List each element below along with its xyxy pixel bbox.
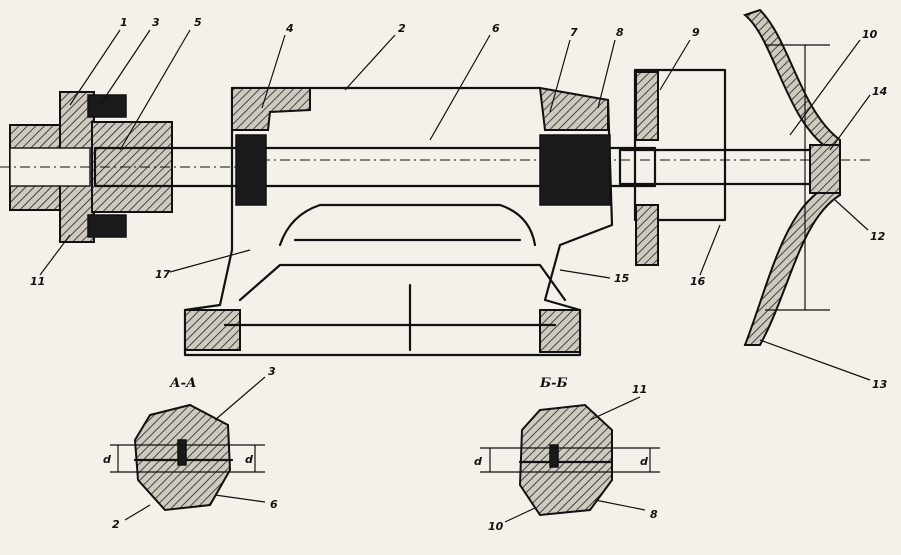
label-6: 6 [492, 22, 500, 35]
label-7: 7 [570, 26, 578, 39]
label-9: 9 [692, 26, 700, 39]
label-8: 8 [616, 26, 624, 39]
leader-lines [39, 29, 871, 381]
label-16: 16 [690, 275, 706, 288]
section-aa-dim-left: d [103, 453, 111, 466]
label-12: 12 [870, 230, 886, 243]
section-bb-dim-right: d [640, 455, 648, 468]
coupling-bolt-bottom [87, 214, 127, 238]
impeller-assembly [633, 8, 841, 346]
label-2: 2 [398, 22, 406, 35]
label-14: 14 [872, 85, 887, 98]
coupling-assembly [0, 91, 240, 243]
section-bb-title: Б-Б [539, 376, 568, 391]
section-aa-label-6: 6 [270, 498, 278, 511]
section-aa-label-2: 2 [112, 518, 120, 531]
label-11: 11 [30, 275, 45, 288]
coupling-bolt-top [87, 94, 127, 118]
label-15: 15 [614, 272, 630, 285]
label-10: 10 [862, 28, 878, 41]
label-5: 5 [194, 16, 202, 29]
section-bb-dim-left: d [474, 455, 482, 468]
section-bb-label-11: 11 [632, 383, 647, 396]
section-aa-dim-right: d [245, 453, 253, 466]
part-numbers: 1 3 5 4 2 6 7 8 9 10 14 12 13 15 16 17 1… [30, 16, 888, 391]
section-aa-label-3: 3 [268, 365, 276, 378]
section-bb-label-8: 8 [650, 508, 658, 521]
section-bb: Б-Б d d 11 10 8 [474, 376, 660, 533]
label-3: 3 [152, 16, 160, 29]
label-13: 13 [872, 378, 888, 391]
label-1: 1 [120, 16, 128, 29]
bearing-housing [183, 86, 614, 357]
section-bb-label-10: 10 [488, 520, 504, 533]
label-17: 17 [155, 268, 171, 281]
section-aa: А-А d d 3 2 6 [103, 365, 278, 531]
label-4: 4 [285, 22, 294, 35]
main-shaft [93, 146, 870, 188]
section-aa-title: А-А [169, 376, 197, 391]
